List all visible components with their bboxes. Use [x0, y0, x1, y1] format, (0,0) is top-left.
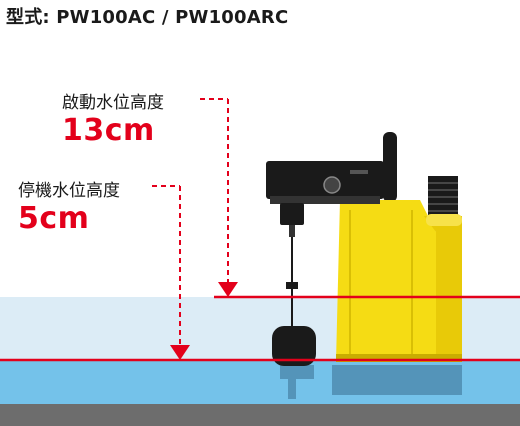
pump-icon: [266, 132, 462, 366]
start-level-arrow: [218, 282, 238, 297]
stop-level-arrow: [170, 345, 190, 360]
start-level-leader: [200, 98, 229, 282]
stop-level-value: 5cm: [18, 201, 90, 236]
stop-level-label: 停機水位高度: [18, 181, 120, 201]
start-level-value: 13cm: [62, 113, 155, 148]
start-level-label: 啟動水位高度: [62, 93, 164, 113]
lower-water-zone: [0, 360, 520, 404]
model-title: 型式: PW100AC / PW100ARC: [6, 7, 289, 28]
floor: [0, 404, 520, 426]
pump-reflection: [280, 365, 462, 399]
stop-level-leader: [152, 185, 181, 345]
